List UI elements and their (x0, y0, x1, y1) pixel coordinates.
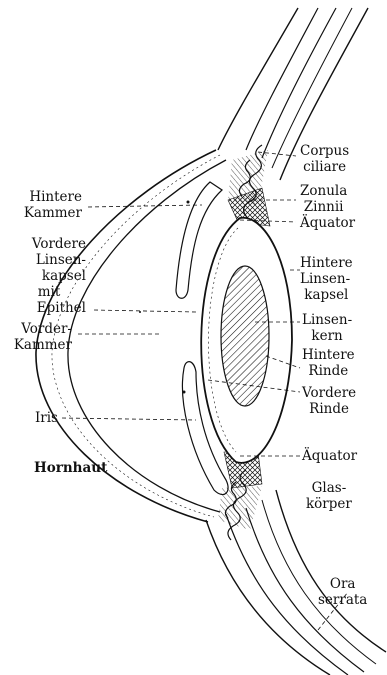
label-glaskoerper: Glas- körper (306, 480, 352, 512)
label-linsenkern: Linsen- kern (302, 312, 352, 344)
label-line: Zonula (300, 183, 347, 199)
label-hintere-rinde: Hintere Rinde (302, 347, 355, 379)
label-line: Ora (318, 576, 367, 592)
stipple-dot (187, 201, 190, 204)
label-line: Hintere (10, 189, 82, 205)
leader-hintere-kammer (88, 205, 202, 207)
label-line: Zinnii (300, 199, 347, 215)
label-line: Vordere (12, 236, 86, 252)
label-line: Iris (22, 410, 58, 426)
label-hintere-linsenkapsel: Hintere Linsen- kapsel (300, 255, 353, 303)
stipple-dot (139, 311, 141, 313)
leader-vordere-linsenkapsel (94, 310, 196, 312)
label-line: ciliare (300, 159, 349, 175)
stipple-dot (183, 391, 186, 394)
label-line: körper (306, 496, 352, 512)
label-iris: Iris (22, 410, 58, 426)
label-zonula-zinnii: Zonula Zinnii (300, 183, 347, 215)
label-hintere-kammer: Hintere Kammer (10, 189, 82, 221)
label-line: Linsen- (12, 252, 86, 268)
label-hornhaut: Hornhaut (34, 460, 107, 476)
label-line: Hornhaut (34, 460, 107, 476)
label-line: Äquator (302, 448, 357, 464)
label-line: Corpus (300, 143, 349, 159)
label-vorder-kammer: Vorder- Kammer (10, 321, 72, 353)
label-line: Hintere (302, 347, 355, 363)
label-vordere-rinde: Vordere Rinde (302, 385, 356, 417)
label-line: Linsen- (300, 271, 353, 287)
sclera-line-3 (262, 8, 336, 158)
label-line: Kammer (10, 337, 72, 353)
label-line: mit (12, 284, 86, 300)
label-line: Kammer (10, 205, 82, 221)
label-corpus-ciliare: Corpus ciliare (300, 143, 349, 175)
angle-fibres-bottom (218, 486, 262, 530)
label-line: Vordere (302, 385, 356, 401)
label-line: Rinde (302, 401, 356, 417)
label-line: kapsel (12, 268, 86, 284)
label-vordere-linsenkapsel: Vordere Linsen- kapsel mit Epithel (12, 236, 86, 316)
label-line: Epithel (12, 300, 86, 316)
label-aequator-top: Äquator (300, 215, 355, 231)
label-line: kapsel (300, 287, 353, 303)
label-line: Äquator (300, 215, 355, 231)
label-aequator-bottom: Äquator (302, 448, 357, 464)
label-line: Linsen- (302, 312, 352, 328)
label-line: Rinde (302, 363, 355, 379)
label-line: kern (302, 328, 352, 344)
leader-iris (62, 418, 196, 420)
label-ora-serrata: Ora serrata (318, 576, 367, 608)
label-line: Vorder- (10, 321, 72, 337)
label-line: Hintere (300, 255, 353, 271)
sclera-outer-line (218, 8, 298, 150)
label-line: Glas- (306, 480, 352, 496)
label-line: serrata (318, 592, 367, 608)
lens (201, 218, 292, 463)
